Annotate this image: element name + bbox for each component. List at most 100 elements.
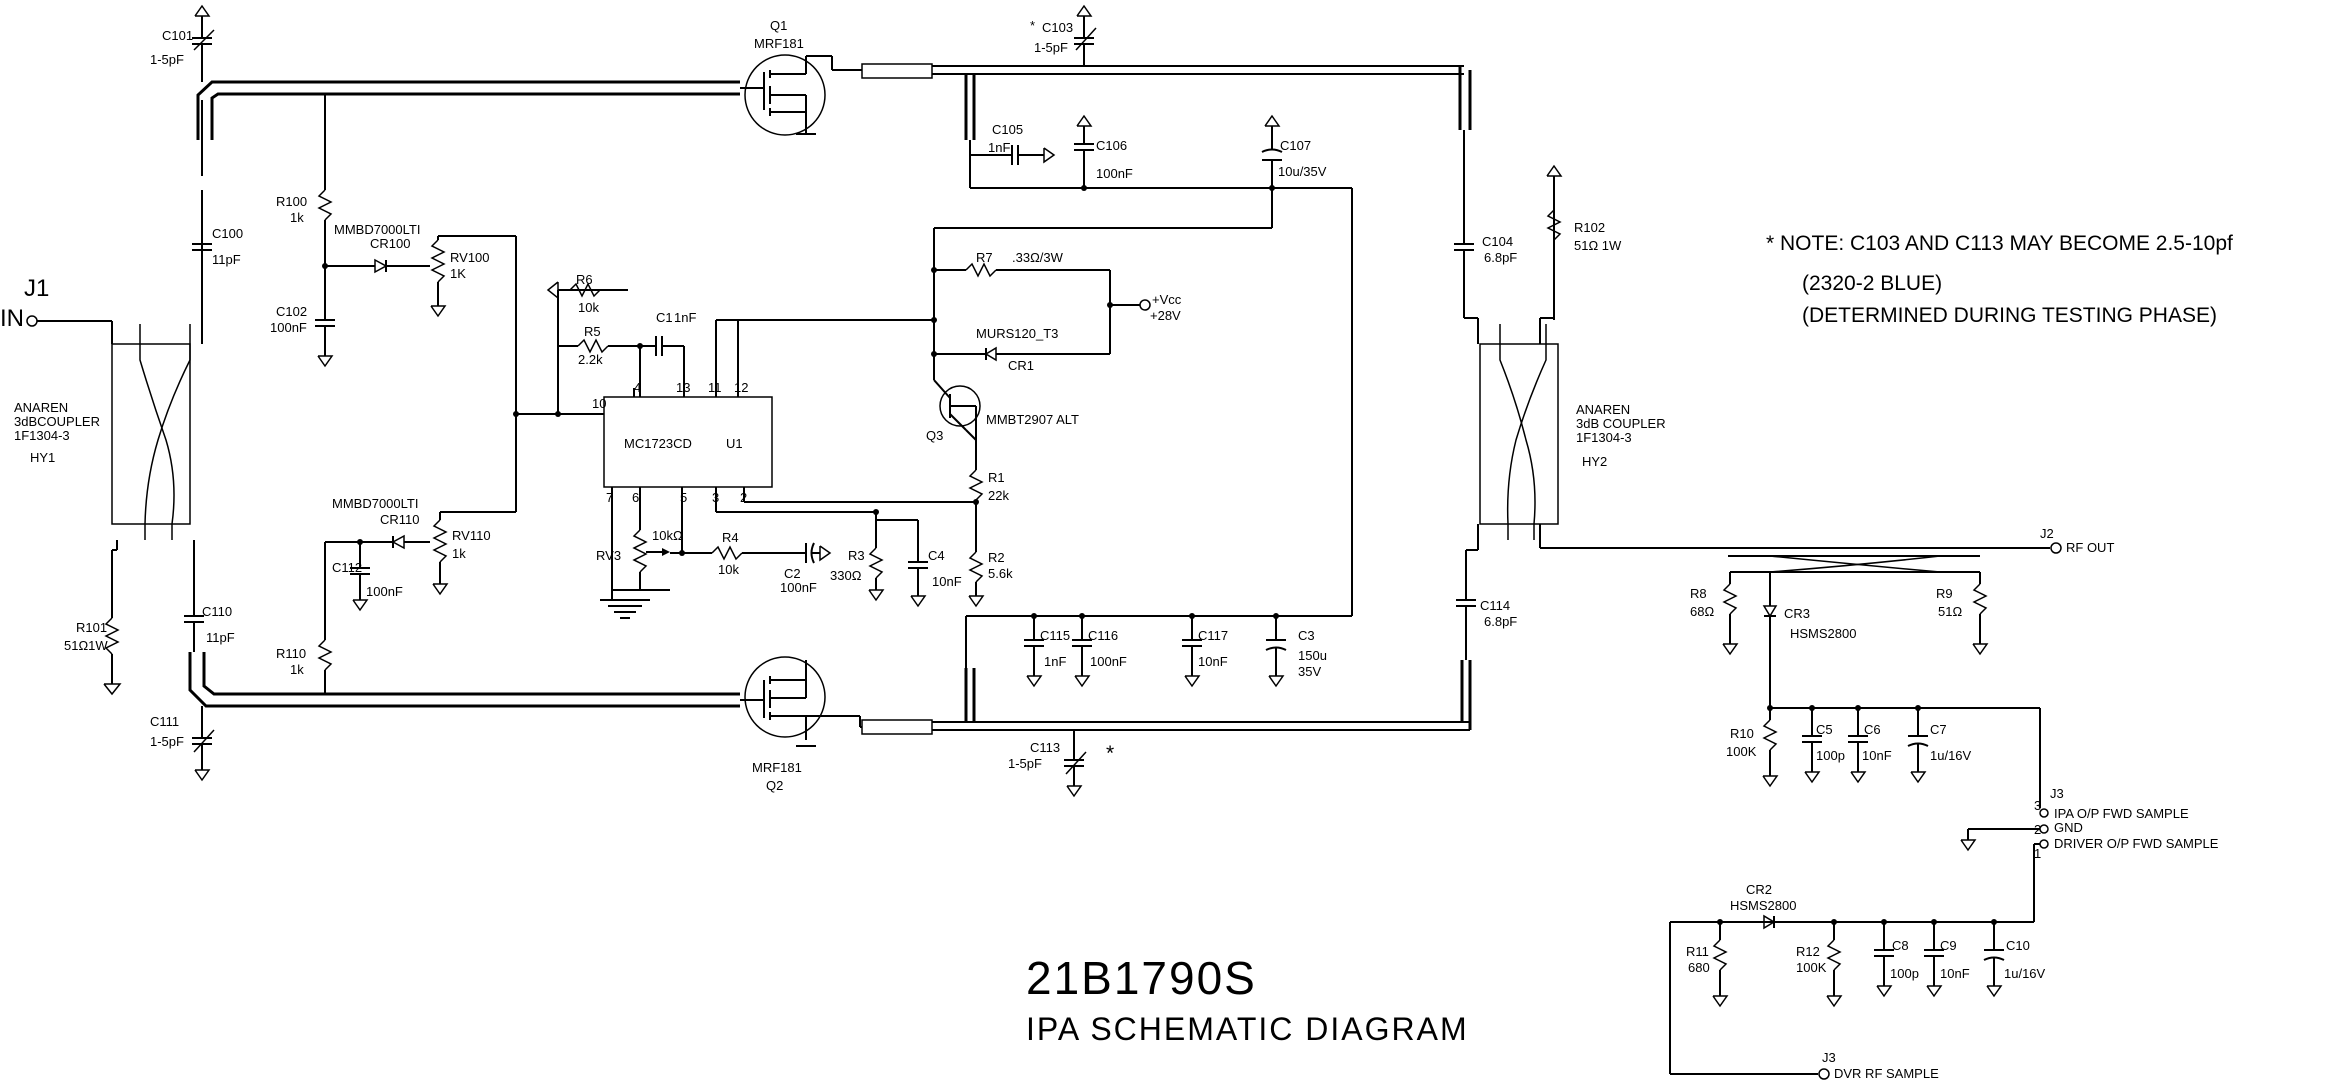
ipa-fwd-label: IPA O/P FWD SAMPLE xyxy=(2054,806,2189,821)
driver-fwd-label: DRIVER O/P FWD SAMPLE xyxy=(2054,836,2219,851)
driver-detector xyxy=(1670,914,2005,1008)
ground-icon xyxy=(968,595,985,608)
ground-icon xyxy=(819,545,832,562)
decoupling-top xyxy=(934,114,1283,229)
rv3-label: RV3 xyxy=(596,548,621,563)
cr2-part: HSMS2800 xyxy=(1730,898,1796,913)
rv100-potentiometer xyxy=(430,239,446,283)
c117-value: 10nF xyxy=(1198,654,1228,669)
j1-label: J1 xyxy=(24,275,49,302)
hy1-label-2: 3dBCOUPLER xyxy=(14,414,100,429)
rf-out-label: RF OUT xyxy=(2066,540,2114,555)
c112-label: C112 xyxy=(332,560,362,575)
cr110-part: MMBD7000LTI xyxy=(332,496,418,511)
r1-value: 22k xyxy=(988,488,1009,503)
drawing-number: 21B1790S xyxy=(1026,952,1257,1004)
hy2-label-1: ANAREN xyxy=(1576,402,1630,417)
c9-value: 10nF xyxy=(1940,966,1970,981)
ground-icon xyxy=(1876,985,1893,998)
ground-icon xyxy=(1066,785,1083,798)
ground-icon xyxy=(910,595,927,608)
c4-label: C4 xyxy=(928,548,945,563)
j3-connector xyxy=(1669,808,2049,1080)
bottom-input-line xyxy=(184,600,740,782)
r8-label: R8 xyxy=(1690,586,1707,601)
ground-icon xyxy=(194,769,211,782)
pin-2: 2 xyxy=(740,490,747,505)
ground-icon xyxy=(103,683,122,696)
output-coupler xyxy=(1454,130,2062,808)
r102-resistor xyxy=(1546,209,1562,241)
cr110-diode xyxy=(391,534,405,550)
decoupling-bottom xyxy=(965,187,1353,688)
rv100-label: RV100 xyxy=(450,250,490,265)
vcc-terminal xyxy=(1139,299,1151,311)
drawing-title: IPA SCHEMATIC DIAGRAM xyxy=(1026,1011,1469,1047)
ground-icon xyxy=(1960,839,1977,852)
in-label: IN xyxy=(0,305,24,332)
pin-4: 4 xyxy=(634,380,641,395)
cr3-label: CR3 xyxy=(1784,606,1810,621)
c10-label: C10 xyxy=(2006,938,2030,953)
r11-resistor xyxy=(1712,939,1728,971)
c1-value: 1nF xyxy=(674,310,696,325)
c104-label: C104 xyxy=(1482,234,1513,249)
hy1-coupler xyxy=(111,343,191,525)
r12-resistor xyxy=(1826,939,1842,971)
pin-6: 6 xyxy=(632,490,639,505)
c104-value: 6.8pF xyxy=(1484,250,1517,265)
r2-resistor xyxy=(968,551,984,583)
ground-icon xyxy=(1722,643,1739,656)
rv100-value: 1K xyxy=(450,266,466,281)
ground-icon xyxy=(1264,114,1281,127)
ground-icon xyxy=(1546,164,1563,177)
cr1-label: CR1 xyxy=(1008,358,1034,373)
c105-label: C105 xyxy=(992,122,1023,137)
c116-label: C116 xyxy=(1088,628,1118,643)
cr3-part: HSMS2800 xyxy=(1790,626,1856,641)
top-input-line xyxy=(192,4,740,251)
ground-icon xyxy=(1043,147,1056,164)
ground-icon xyxy=(1268,675,1285,688)
cr100-part: MMBD7000LTI xyxy=(334,222,420,237)
hy1-label-1: ANAREN xyxy=(14,400,68,415)
r110-label: R110 xyxy=(276,646,306,661)
c103-asterisk: * xyxy=(1030,18,1035,33)
cr2-diode xyxy=(1763,914,1776,930)
c6-value: 10nF xyxy=(1862,748,1892,763)
ground-icon xyxy=(1850,771,1867,784)
c5-value: 100p xyxy=(1816,748,1845,763)
j2-terminal xyxy=(2050,542,2062,554)
r4-value: 10k xyxy=(718,562,739,577)
labels: J1 IN ANAREN 3dBCOUPLER 1F1304-3 HY1 C10… xyxy=(0,18,2233,1081)
c2-label: C2 xyxy=(784,566,801,581)
r12-value: 100K xyxy=(1796,960,1827,975)
ground-icon xyxy=(1986,985,2003,998)
r2-value: 5.6k xyxy=(988,566,1013,581)
r3-value: 330Ω xyxy=(830,568,862,583)
ground-icon xyxy=(1712,995,1729,1008)
r101-label-visible: R101 xyxy=(76,620,107,635)
note-line-3: (DETERMINED DURING TESTING PHASE) xyxy=(1802,304,2217,327)
pin-5: 5 xyxy=(680,490,687,505)
bias-upper xyxy=(315,94,517,512)
q3-part: MMBT2907 ALT xyxy=(986,412,1079,427)
hy2-coupler xyxy=(1479,343,1559,525)
c114-value: 6.8pF xyxy=(1484,614,1517,629)
c111-value: 1-5pF xyxy=(150,734,184,749)
r5-resistor xyxy=(577,338,609,354)
ground-icon xyxy=(546,281,559,300)
r9-resistor xyxy=(1972,583,1988,615)
cr100-diode xyxy=(374,258,388,274)
q1-mosfet xyxy=(740,54,832,136)
j3-label: J3 xyxy=(2050,786,2064,801)
j3-dvr-terminal xyxy=(1818,1068,1830,1080)
c3-value-2: 35V xyxy=(1298,664,1321,679)
c102-label: C102 xyxy=(276,304,307,319)
r3-label: R3 xyxy=(848,548,865,563)
rv110-label: RV110 xyxy=(452,528,491,543)
output-stripline-top xyxy=(861,63,933,79)
c106-value: 100nF xyxy=(1096,166,1133,181)
vcc-label: +Vcc xyxy=(1152,292,1182,307)
